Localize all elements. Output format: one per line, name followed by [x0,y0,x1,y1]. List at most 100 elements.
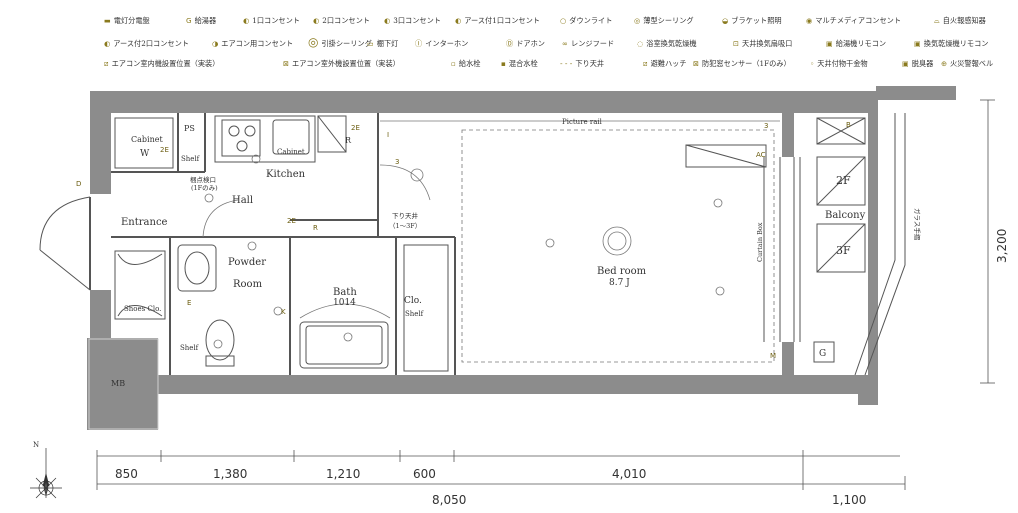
bath-fixtures [177,244,449,372]
mark-2e-cabinet: 2E [160,146,169,154]
dimension-labels: 850 1,380 1,210 600 4,010 8,050 1,100 3,… [115,229,1009,507]
aircon-outlet-icon: ◑ [212,39,219,48]
legend-item-multimedia: ◉マルチメディアコンセント [806,16,902,25]
doorphone-icon: Ⓓ [506,39,514,48]
mb-frame [88,338,159,430]
dim-1210: 1,210 [326,467,360,481]
legend-item-heater-remote: ▣給湯機リモコン [826,39,887,48]
lowered-ceiling-icon: - - - [560,59,573,68]
legend-item-deodorizer: ▣脱臭器 [902,59,934,68]
bathtub [299,321,389,369]
label-bedroom-size: 8.7 J [609,278,630,288]
stove [221,119,261,157]
aircon-outdoor-icon: ⊠ [283,59,290,68]
label-picture-rail: Picture rail [562,118,603,126]
drying-hanger-icon: ◦ [810,59,815,68]
bracket-light-icon: ◒ [722,16,729,25]
hook-ceiling-light [602,226,632,256]
north-arrow-icon [30,448,62,499]
room-labels: Cabinet W PS Shelf Cabinet R Kitchen 梱点検… [111,118,922,388]
dim-height-3200: 3,200 [995,229,1009,263]
mixing-tap-icon: ▪ [501,59,506,68]
walls [87,86,956,430]
label-g: G [819,349,826,359]
legend-item-thin-ceiling: ◎薄型シーリング [634,16,694,25]
label-hall: Hall [232,195,253,206]
equipment-marks: 2E 2E 2E E K R I AC M B D 3 3 [76,121,851,360]
aircon-indoor-icon: ⧄ [104,59,109,68]
legend-item-window-sensor: ⊠防犯窓センサー（1Fのみ） [693,59,791,68]
kitchen-counter [214,115,316,163]
balcony-area [813,113,906,376]
balcony-top-wall [876,86,956,100]
south-wall [158,375,876,394]
label-w: W [140,149,150,159]
label-inspection-note: (1Fのみ) [191,184,218,192]
fire-bell-icon: ⊕ [941,59,948,68]
mark-i-intercom: I [387,131,389,139]
dim-4010: 4,010 [612,467,646,481]
legend-item-lowered-ceiling: - - -下り天井 [560,59,605,68]
mark-2e-hall: 2E [287,217,296,225]
label-room: Room [233,279,263,290]
cabinet-w [114,117,174,169]
label-shelf-top: Shelf [181,155,201,163]
water-heater-icon: G [186,16,192,25]
bedroom-ceiling-outline [461,129,775,363]
north-wall [90,91,878,113]
mark-2e-kitchen: 2E [351,124,360,132]
east-pier-lower [782,342,794,375]
west-wall-upper [90,91,111,194]
dim-850: 850 [115,467,138,481]
entrance-door [39,196,91,291]
outlet-3-icon: ◐ [384,16,391,25]
sink [272,119,310,155]
mark-r-hall: R [313,224,318,232]
thin-ceiling-light-icon: ◎ [634,16,641,25]
legend-item-aircon-indoor: ⧄エアコン室内機設置位置（実装） [104,59,220,68]
legend-item-outlet-earth-1: ◐アース付1口コンセント [455,16,540,25]
window-sensor-icon: ⊠ [693,59,700,68]
water-heater-box [813,341,835,363]
label-ps: PS [184,124,195,133]
compass-north-label: N [33,441,39,449]
panel-board-icon: ▬ [104,16,111,25]
label-curtain-box: Curtain Box [756,222,764,262]
west-wall-lower [90,290,111,342]
mark-3-bedroom: 3 [764,122,768,130]
legend-item-drying-hanger: ◦天井付物干金物 [810,59,868,68]
hook-ceiling-icon: ◎ [308,35,319,49]
toilet [205,319,235,361]
label-mb: MB [111,379,125,388]
label-closet: Clo. [404,296,422,306]
mark-b: B [846,121,851,129]
legend-item-aircon-outdoor: ⊠エアコン室外機設置位置（実装） [283,59,400,68]
mb-block [87,338,158,430]
label-inspection: 梱点検口 [190,175,216,184]
legend-item-fire-detector: ⌓自火報感知器 [934,16,986,25]
legend-item-panel-board: ▬電灯分電盤 [104,16,150,25]
aircon-outdoor-1f [816,117,866,145]
legend-item-outlet-earth-2: ◐アース付2口コンセント [104,39,189,48]
mark-k-powder: K [281,308,286,316]
outlet-earth-1-icon: ◐ [455,16,462,25]
legend-item-under-shelf: ▭棚下灯 [367,39,399,48]
dryer-remote-icon: ▣ [914,39,921,48]
mark-3-kitchen: 3 [395,158,399,166]
dim-600: 600 [413,467,436,481]
label-bath-size: 1014 [333,298,356,308]
mark-ac: AC [756,151,766,159]
label-glass-railing: ガラス手摺 [913,208,922,241]
aircon-indoor-unit [685,144,767,168]
balcony-bottom-wall [858,375,878,405]
washbasin [177,244,217,292]
legend-item-bath-dryer: ◌浴室換気乾燥機 [637,39,697,48]
label-bedroom: Bed room [597,266,647,277]
window-wall [763,157,801,342]
mark-e-powder: E [187,299,191,307]
outlet-earth-2-icon: ◐ [104,39,111,48]
aircon-outdoor-3f [816,223,866,273]
